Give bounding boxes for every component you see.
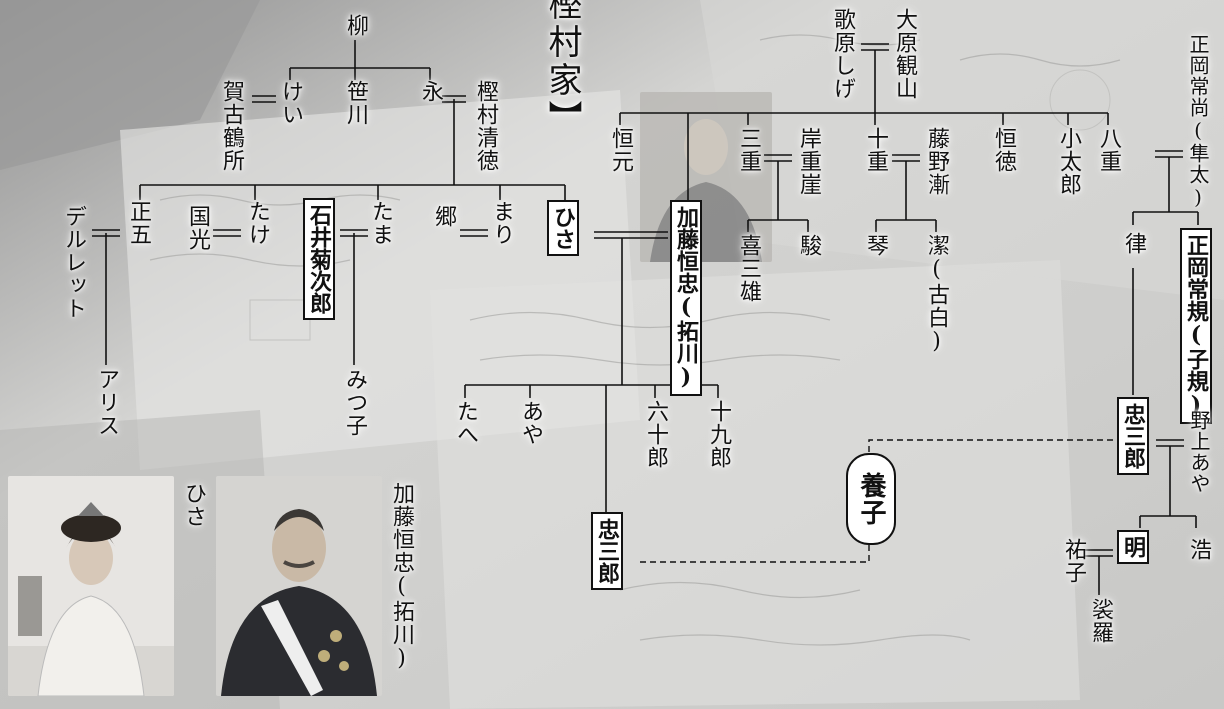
person-shogo: 正五 bbox=[126, 200, 151, 246]
person-kijio: 喜三雄 bbox=[736, 234, 761, 303]
person-chusaburo-right: 忠三郎 bbox=[1117, 397, 1149, 475]
person-yanagi: 柳 bbox=[343, 14, 368, 37]
person-kotaro: 小太郎 bbox=[1056, 127, 1081, 196]
person-masaoka-shiki: 正岡常規(子規) bbox=[1180, 228, 1212, 424]
person-kishi-shigetaka: 岸重崖 bbox=[796, 127, 821, 196]
person-deruretto: デルレット bbox=[61, 205, 86, 320]
person-tsunenori: 恒徳 bbox=[991, 127, 1016, 173]
person-go: 郷 bbox=[431, 205, 456, 228]
person-kunimitsu: 国光 bbox=[185, 205, 210, 251]
adopted-label: 養子 bbox=[856, 472, 886, 526]
family-title: 樫村家】 bbox=[542, 0, 582, 138]
person-sara: 裟羅 bbox=[1088, 598, 1113, 644]
person-ei: 永 bbox=[418, 80, 443, 103]
person-koto: 琴 bbox=[863, 234, 888, 257]
person-fujino-zen: 藤野漸 bbox=[924, 127, 949, 196]
person-kashimura-kiyonori: 樫村清徳 bbox=[473, 80, 498, 172]
person-sasagawa: 笹川 bbox=[343, 80, 368, 126]
person-tsunemoto: 恒元 bbox=[608, 127, 633, 173]
person-arisu: アリス bbox=[94, 368, 119, 437]
hisa-portrait-photo bbox=[8, 476, 174, 696]
photo-caption-kato: 加藤恒忠(拓川) bbox=[389, 482, 414, 672]
person-nogami-aya: 野上あや bbox=[1187, 410, 1211, 494]
adoption-oval: 養子 bbox=[846, 453, 896, 545]
person-ohara-kanzan: 大原観山 bbox=[892, 8, 917, 100]
kato-tsunetada-portrait-photo bbox=[216, 476, 382, 696]
photo-caption-hisa: ひさ bbox=[181, 482, 206, 528]
person-kato-tsunetada: 加藤恒忠(拓川) bbox=[670, 200, 702, 396]
person-aya: あや bbox=[518, 400, 543, 446]
person-mari: まり bbox=[489, 200, 514, 246]
person-mitsuko: みつ子 bbox=[342, 368, 367, 437]
person-uta-shige: 歌原しげ bbox=[830, 8, 855, 100]
person-akira: 明 bbox=[1117, 530, 1149, 564]
person-ishii-kikujiro: 石井菊次郎 bbox=[303, 198, 335, 320]
person-jukuro: 十九郎 bbox=[706, 400, 731, 469]
person-chusaburo-center: 忠三郎 bbox=[591, 512, 623, 590]
person-hisa: ひさ bbox=[547, 200, 579, 256]
person-hiroshi: 浩 bbox=[1186, 538, 1211, 561]
person-yae: 八重 bbox=[1096, 127, 1121, 173]
person-masaoka-tsunenao: 正岡常尚(隼太) bbox=[1186, 34, 1210, 210]
person-tama: たま bbox=[368, 200, 393, 246]
person-shun: 駿 bbox=[796, 234, 821, 257]
person-mie: 三重 bbox=[736, 127, 761, 173]
person-tae: たへ bbox=[453, 400, 478, 446]
person-rokujuro: 六十郎 bbox=[643, 400, 668, 469]
person-kei: けい bbox=[278, 80, 303, 126]
person-kiyoshi: 潔(古白) bbox=[924, 234, 949, 355]
person-yuko: 祐子 bbox=[1061, 538, 1086, 584]
person-ritsu: 律 bbox=[1121, 232, 1146, 255]
person-kako-kakusho: 賀古鶴所 bbox=[219, 80, 244, 172]
person-toe: 十重 bbox=[863, 127, 888, 173]
person-take: たけ bbox=[245, 200, 270, 246]
